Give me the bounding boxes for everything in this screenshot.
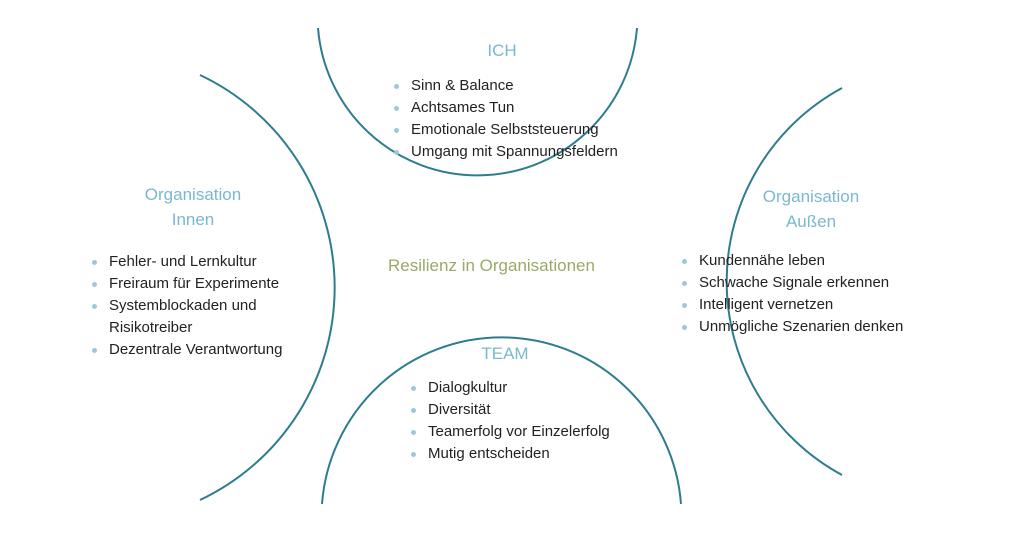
list-item: Sinn & Balance xyxy=(392,75,618,97)
innen-list: Fehler- und Lernkultur Freiraum für Expe… xyxy=(90,251,282,361)
list-item: Kundennähe leben xyxy=(680,250,903,272)
aussen-list: Kundennähe leben Schwache Signale erkenn… xyxy=(680,250,903,338)
arc-innen xyxy=(199,74,336,501)
list-item: Systemblockaden und Risikotreiber xyxy=(90,295,282,339)
list-item: Mutig entscheiden xyxy=(409,443,610,465)
arc-ich xyxy=(317,27,638,177)
aussen-heading: Organisation Außen xyxy=(736,184,886,234)
innen-heading: Organisation Innen xyxy=(118,182,268,232)
list-item: Fehler- und Lernkultur xyxy=(90,251,282,273)
innen-heading-line1: Organisation xyxy=(144,185,242,204)
center-title: Resilienz in Organisationen xyxy=(388,256,595,275)
list-item: Emotionale Selbststeuerung xyxy=(392,119,618,141)
arc-team xyxy=(321,336,682,505)
aussen-heading-line2: Außen xyxy=(785,212,837,231)
ich-heading: ICH xyxy=(487,41,517,60)
list-item: Schwache Signale erkennen xyxy=(680,272,903,294)
list-item: Freiraum für Experimente xyxy=(90,273,282,295)
list-item: Achtsames Tun xyxy=(392,97,618,119)
list-item: Intelligent vernetzen xyxy=(680,294,903,316)
list-item-line2: Risikotreiber xyxy=(109,319,193,336)
team-list: Dialogkultur Diversität Teamerfolg vor E… xyxy=(409,377,610,465)
aussen-heading-line1: Organisation xyxy=(762,187,860,206)
list-item: Dialogkultur xyxy=(409,377,610,399)
list-item: Diversität xyxy=(409,399,610,421)
ich-list: Sinn & Balance Achtsames Tun Emotionale … xyxy=(392,75,618,163)
list-item: Teamerfolg vor Einzelerfolg xyxy=(409,421,610,443)
arc-aussen xyxy=(725,87,843,476)
team-heading: TEAM xyxy=(481,344,529,363)
list-item: Unmögliche Szenarien denken xyxy=(680,316,903,338)
innen-heading-line2: Innen xyxy=(171,210,215,229)
list-item: Umgang mit Spannungsfeldern xyxy=(392,141,618,163)
list-item-line1: Systemblockaden und xyxy=(109,297,257,314)
list-item: Dezentrale Verantwortung xyxy=(90,339,282,361)
